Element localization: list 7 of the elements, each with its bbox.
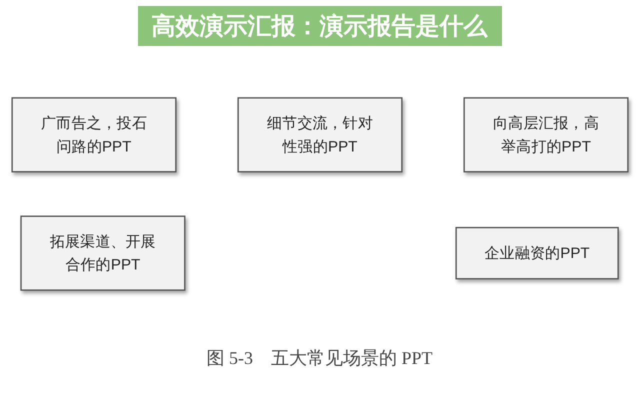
figure-caption: 图 5-3 五大常见场景的 PPT <box>206 347 432 370</box>
node-box: 细节交流，针对性强的PPT <box>236 97 402 172</box>
title-banner: 高效演示汇报：演示报告是什么 <box>138 6 502 46</box>
node-box: 拓展渠道、开展合作的PPT <box>20 216 185 291</box>
node-box: 广而告之，投石问路的PPT <box>10 97 176 172</box>
node-box: 向高层汇报，高举高打的PPT <box>462 97 628 172</box>
node-box: 企业融资的PPT <box>454 226 618 280</box>
